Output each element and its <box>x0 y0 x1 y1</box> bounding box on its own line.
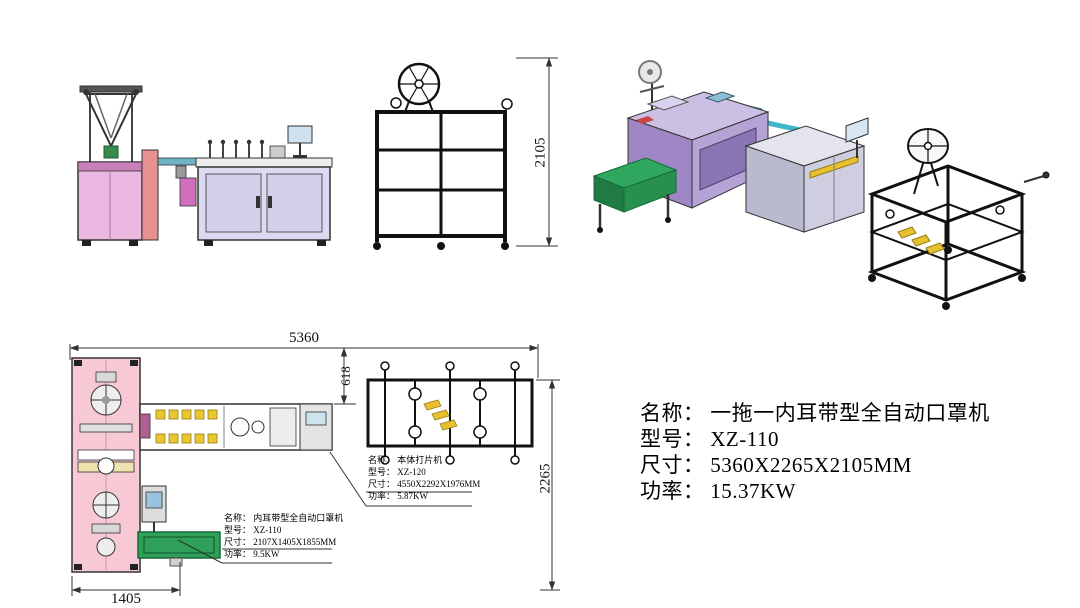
body-machine-note: 名称： 本体打片机 型号： XZ-120 尺寸： 4550X2292X1976M… <box>368 454 480 502</box>
leader-lines <box>177 451 472 564</box>
dim-infeed-offset: 618 <box>338 366 353 386</box>
spec-size-line: 尺寸： 5360X2265X2105MM <box>640 453 912 477</box>
dim-overall-depth: 2265 <box>537 463 554 494</box>
note-size-line: 尺寸： 2107X1405X1855MM <box>224 537 337 547</box>
plan-body-machine <box>139 403 333 451</box>
iso-cabinet <box>744 117 869 233</box>
plan-hmi-conveyor <box>137 485 221 567</box>
note-power-line: 功率： 9.5KW <box>224 549 280 559</box>
main-spec-block: 名称： 一拖一内耳带型全自动口罩机 型号： XZ-110 尺寸： 5360X22… <box>640 400 990 504</box>
mask-machine-note: 名称： 内耳带型全自动口罩机 型号： XZ-110 尺寸： 2107X1405X… <box>224 512 343 560</box>
plan-view <box>71 357 534 573</box>
spec-model-line: 型号： XZ-110 <box>640 427 779 451</box>
front-view <box>77 62 513 250</box>
front-mask-machine <box>77 85 199 246</box>
note-size-line: 尺寸： 4550X2292X1976MM <box>368 479 481 489</box>
front-film-stand <box>373 62 513 250</box>
note-name-line: 名称： 内耳带型全自动口罩机 <box>224 513 344 523</box>
spec-power-line: 功率： 15.37KW <box>640 479 796 503</box>
front-cabinet <box>195 125 333 246</box>
plan-mask-machine <box>71 357 141 573</box>
dim-overall-height: 2105 <box>532 137 549 168</box>
dim-mask-machine-width: 1405 <box>111 591 141 607</box>
dimension-lines <box>69 57 560 596</box>
note-name-line: 名称： 本体打片机 <box>368 455 443 465</box>
iso-yellow-blanks <box>897 226 945 255</box>
note-model-line: 型号： XZ-120 <box>368 467 426 477</box>
dim-overall-length: 5360 <box>289 330 319 346</box>
isometric-view <box>592 60 1050 310</box>
iso-film-stand <box>867 128 1050 310</box>
note-model-line: 型号： XZ-110 <box>224 525 282 535</box>
plan-film-stand <box>366 361 534 465</box>
iso-conveyor <box>592 157 678 233</box>
note-power-line: 功率： 5.87KW <box>368 491 428 501</box>
spec-name-line: 名称： 一拖一内耳带型全自动口罩机 <box>640 401 990 425</box>
